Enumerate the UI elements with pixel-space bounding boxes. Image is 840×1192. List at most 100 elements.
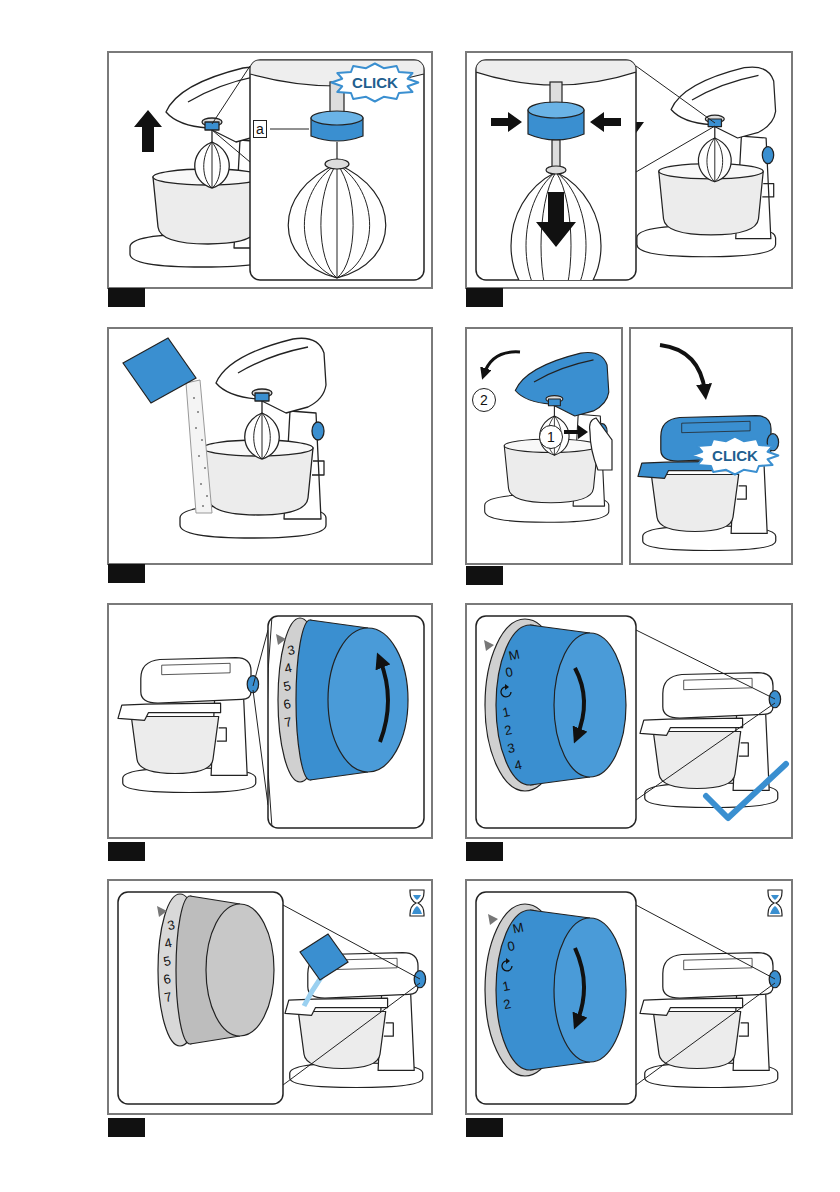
step-panel-part <box>212 130 250 162</box>
mixer-closed <box>118 658 259 793</box>
mixer-open <box>637 67 776 257</box>
step-panel-part <box>636 905 775 979</box>
dial-number: 3 <box>506 741 516 755</box>
dial-number: 3 <box>286 643 296 657</box>
step-number-box <box>108 842 145 861</box>
speed-dial-part <box>206 904 274 1036</box>
speed-dial-part <box>575 948 584 1022</box>
click-burst: CLICK <box>690 435 780 476</box>
speed-dial <box>484 619 626 791</box>
step-panel <box>108 604 432 861</box>
press-arrow <box>564 425 588 439</box>
step-panel <box>466 880 792 1137</box>
step-panel-part <box>466 328 622 564</box>
dial-number: 3 <box>166 918 176 932</box>
speed-dial <box>268 616 408 828</box>
coupling-closeup-part <box>476 60 636 85</box>
coupling-closeup-part <box>491 112 522 132</box>
step-panel <box>108 880 432 1137</box>
step-panel-part <box>636 703 775 800</box>
whisk-closeup-part <box>288 164 386 278</box>
step-number-box <box>108 288 145 307</box>
speed-dial <box>485 904 626 1076</box>
step-number-box <box>466 288 503 307</box>
step-number-circle: 1 <box>539 425 563 449</box>
step-panel-part <box>268 616 424 828</box>
measuring-cup <box>300 934 348 980</box>
speed-dial-part <box>554 633 626 777</box>
speed-dial-part <box>268 616 272 828</box>
coupling-closeup-part <box>526 172 586 280</box>
dial-number: 6 <box>282 697 292 711</box>
part-label-box: a <box>253 120 267 138</box>
ingredient-dots <box>193 397 208 507</box>
step-panel-part <box>636 126 715 172</box>
speed-dial-part <box>554 918 626 1062</box>
node-text: a <box>256 122 264 136</box>
coupling-closeup-part <box>546 166 566 174</box>
dial-number: 4 <box>163 936 173 950</box>
step-panel-part <box>108 52 432 288</box>
coupling-closeup-part <box>590 112 621 132</box>
step-panel-part <box>466 880 792 1114</box>
node-text: 2 <box>480 393 488 407</box>
dial-number: 4 <box>513 758 523 772</box>
dial-number: 2 <box>503 723 513 737</box>
node-text: 1 <box>547 430 555 444</box>
step-number-box <box>108 1118 145 1137</box>
speed-dial-part <box>506 958 510 964</box>
speed-dial-part <box>380 660 388 742</box>
step-panel <box>466 52 792 312</box>
speed-dial <box>157 894 274 1046</box>
step-panel-part <box>250 60 424 280</box>
ingredient-dots-part <box>193 397 195 399</box>
lift-arrow <box>134 110 162 152</box>
step-number-box <box>466 842 503 861</box>
speed-dial-part <box>484 640 494 651</box>
dial-number: 7 <box>283 715 293 729</box>
step-panel-part <box>283 905 420 979</box>
ingredient-dots-part <box>206 495 208 497</box>
step-panel-part <box>253 630 268 686</box>
liquid-stream <box>304 976 322 1006</box>
check-mark <box>706 764 786 818</box>
burst-shape <box>692 436 779 474</box>
step-panel <box>108 52 432 307</box>
finger <box>590 418 612 470</box>
ingredient-dots-part <box>201 439 203 441</box>
mixer-open <box>180 338 326 538</box>
step-panel <box>466 604 792 861</box>
dial-number: 2 <box>502 997 512 1011</box>
whisk-closeup <box>250 60 424 278</box>
coupling-closeup <box>476 60 636 280</box>
dial-number: 0 <box>506 939 516 953</box>
step-panel-part <box>108 328 432 564</box>
close-arrow <box>660 345 705 392</box>
speed-dial-part <box>575 668 584 736</box>
click-burst: CLICK <box>330 62 420 103</box>
whisk-closeup-part <box>311 111 363 125</box>
dial-number: 1 <box>501 979 511 993</box>
dial-number: 5 <box>282 679 292 693</box>
ingredient-dots-part <box>200 483 202 485</box>
whisk-closeup-part <box>325 159 349 169</box>
dial-number: 6 <box>162 972 172 986</box>
speed-dial-part <box>276 634 286 645</box>
step-number-box <box>466 1118 503 1137</box>
step-number-box <box>108 564 145 583</box>
dial-number: 1 <box>501 705 511 719</box>
mixer-closed <box>640 953 781 1088</box>
step-panel-part <box>118 892 283 1104</box>
step-panel-part <box>212 66 250 124</box>
coupling-closeup-part <box>528 102 584 118</box>
hourglass-icon <box>768 890 782 916</box>
measuring-cup <box>123 338 196 403</box>
step-panel <box>466 328 792 585</box>
ingredient-dots-part <box>204 467 206 469</box>
ingredient-dots-part <box>198 455 200 457</box>
step-panel-part <box>466 604 792 838</box>
dial-number: 7 <box>163 990 173 1004</box>
step-panel-part <box>108 604 432 838</box>
